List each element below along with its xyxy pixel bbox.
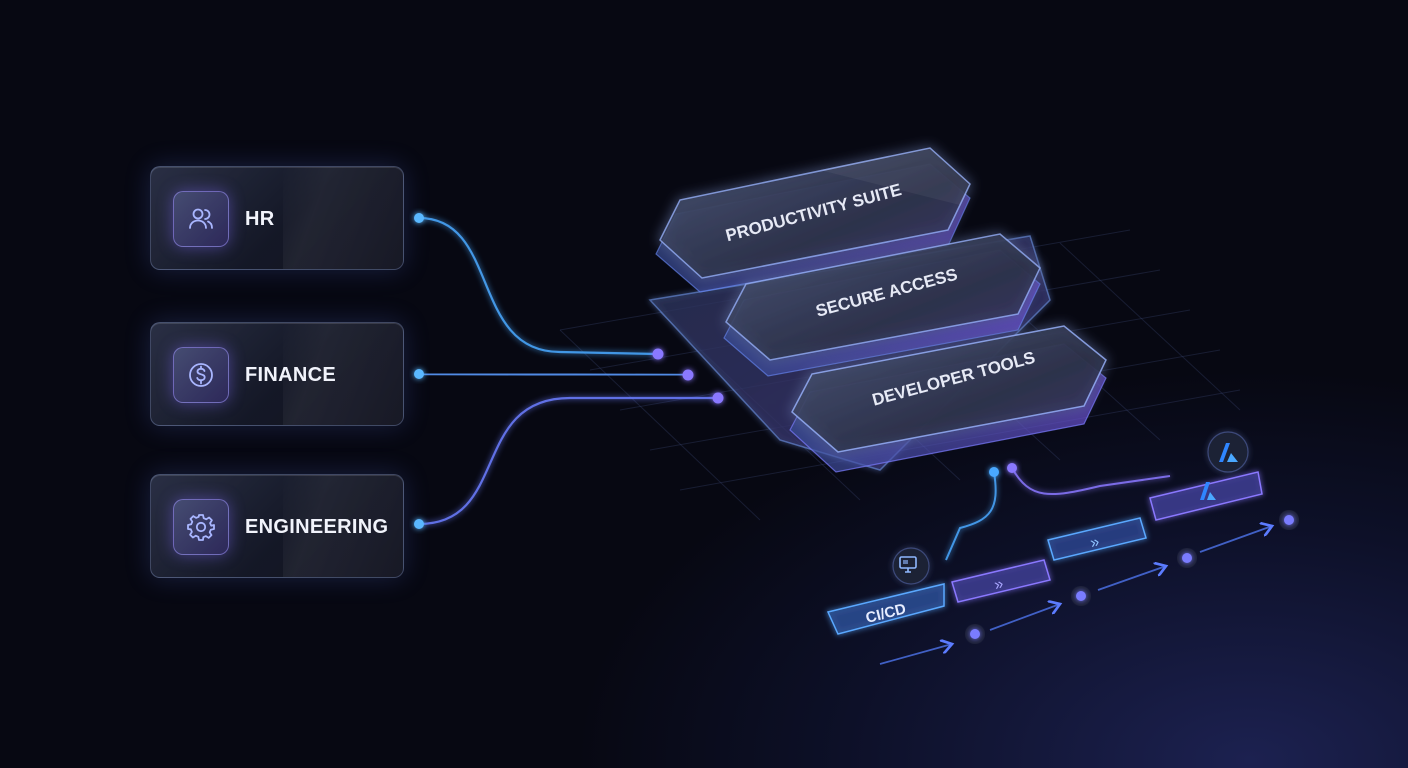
connector-finance bbox=[419, 374, 688, 375]
connector-engineering bbox=[419, 398, 718, 524]
pipeline-stage-2[interactable]: » bbox=[952, 560, 1050, 602]
pipeline-dot-left bbox=[989, 467, 999, 477]
pipeline-stage-3[interactable]: » bbox=[1048, 518, 1146, 560]
dot-finance-end bbox=[683, 370, 694, 381]
azure-badge bbox=[1208, 432, 1248, 472]
dot-finance-start bbox=[414, 369, 424, 379]
dot-hr-end bbox=[653, 349, 664, 360]
dot-hr-start bbox=[414, 213, 424, 223]
pipeline-stage-azure[interactable] bbox=[1150, 472, 1262, 520]
dot-engineering-end bbox=[713, 393, 724, 404]
pipeline-stage-cicd[interactable]: CI/CD bbox=[828, 584, 944, 634]
monitor-badge bbox=[893, 548, 929, 584]
pipeline-dot-right bbox=[1007, 463, 1017, 473]
connector-hr bbox=[419, 218, 658, 354]
dot-engineering-start bbox=[414, 519, 424, 529]
